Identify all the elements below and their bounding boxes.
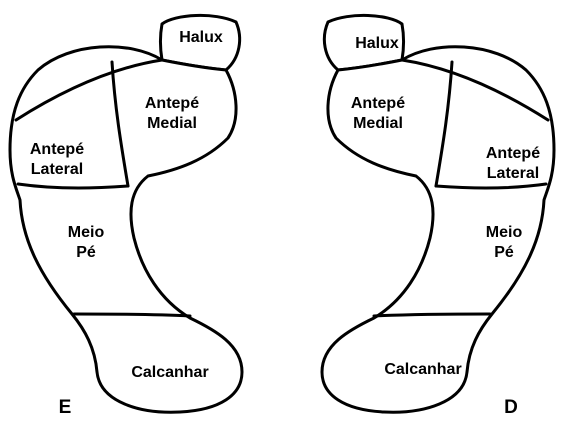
left-halux-label: Halux xyxy=(179,29,223,46)
right-meio-pe-label-2: Pé xyxy=(494,244,514,261)
right-antepe-medial-label-1: Antepé xyxy=(351,95,405,112)
right-halux-label: Halux xyxy=(355,35,399,52)
right-calcanhar-label: Calcanhar xyxy=(384,361,461,378)
right-antepe-lateral-label-2: Lateral xyxy=(487,165,539,182)
left-antepe-medial-label-1: Antepé xyxy=(145,95,199,112)
right-meio-pe-label-1: Meio xyxy=(486,224,523,241)
left-antepe-medial-label-2: Medial xyxy=(147,115,197,132)
left-meio-pe-label-2: Pé xyxy=(76,244,96,261)
right-antepe-lateral-label-1: Antepé xyxy=(486,145,540,162)
right-foot xyxy=(322,15,554,412)
left-antepe-lateral-label-1: Antepé xyxy=(30,141,84,158)
left-side-label: E xyxy=(59,397,72,418)
left-antepe-lateral-label-2: Lateral xyxy=(31,161,83,178)
left-foot: Halux Antepé Medial Antepé Lateral Meio … xyxy=(10,15,242,418)
right-side-label: D xyxy=(504,397,518,418)
left-calcanhar-label: Calcanhar xyxy=(131,364,208,381)
left-meio-pe-label-1: Meio xyxy=(68,224,105,241)
right-antepe-medial-label-2: Medial xyxy=(353,115,403,132)
